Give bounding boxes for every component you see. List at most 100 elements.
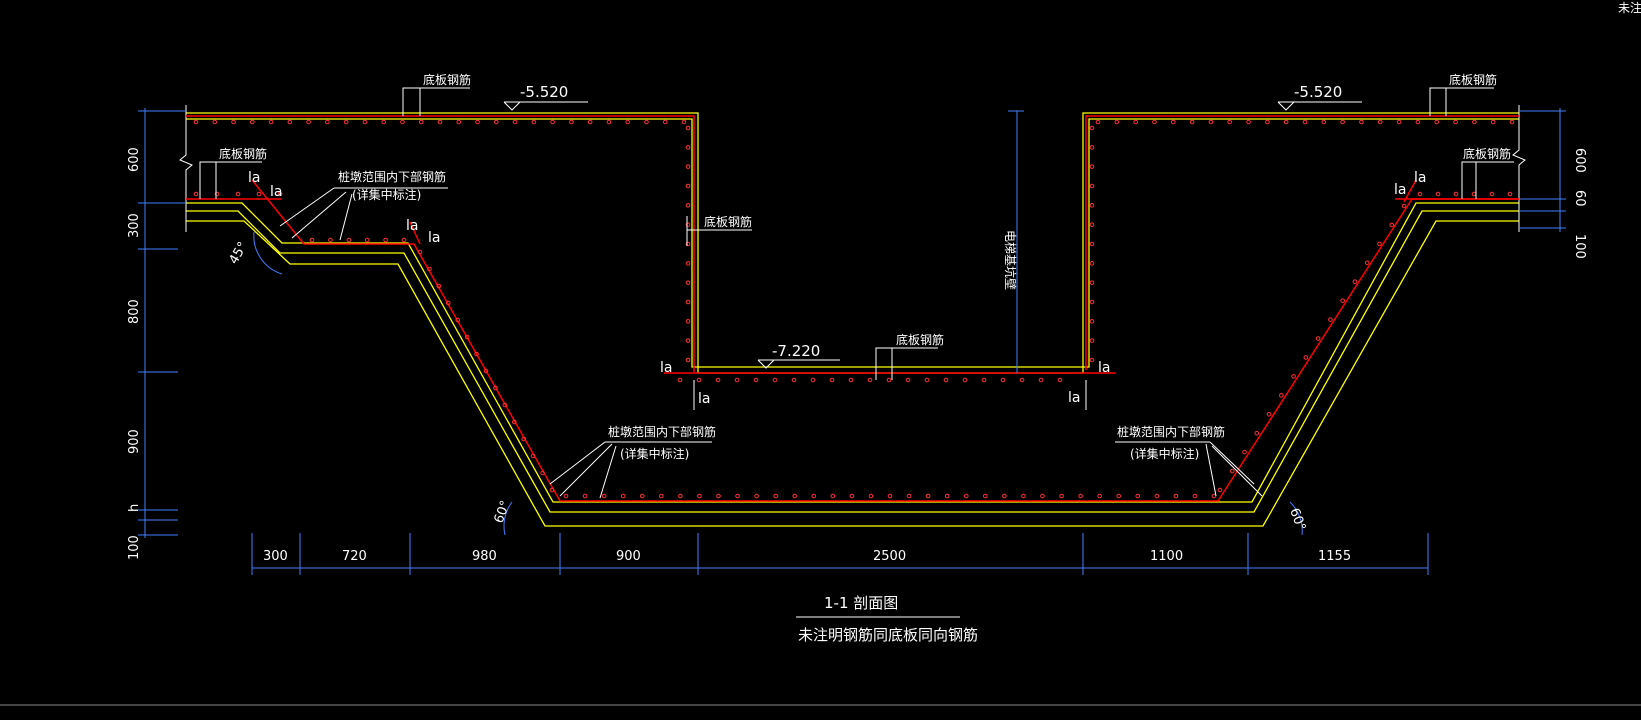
rebar-dot (1089, 164, 1095, 169)
hdim-720: 720 (342, 549, 367, 564)
rebar-dot (383, 237, 388, 243)
label-pile-cap-left-1: 桩墩范围内下部钢筋 (338, 169, 446, 184)
rebar-dot (328, 237, 333, 243)
vdim-left-600: 600 (127, 147, 142, 172)
label-elevator-pit-wall: 电梯基坑壁 (1003, 230, 1018, 290)
rebar-dot (1089, 338, 1095, 343)
rebar-dot (1265, 119, 1270, 125)
rebar-dot (606, 119, 612, 125)
rebar-dot (685, 164, 691, 169)
rebar-dot (1435, 191, 1441, 197)
rebar-dot (1095, 119, 1101, 125)
rebar-dot (502, 402, 508, 408)
rebar-dot (437, 119, 443, 125)
rebar-dot (1133, 119, 1138, 125)
la-4: la (428, 230, 440, 246)
rebar-dot (792, 493, 798, 499)
la-8: la (1068, 390, 1080, 406)
la-9: la (1394, 182, 1406, 198)
rebar-dot (1283, 119, 1289, 125)
rebar-dot (1340, 298, 1345, 303)
hdim-980: 980 (472, 549, 497, 564)
rebar-dot (848, 377, 854, 383)
rebar-dot (1291, 374, 1296, 379)
rebar-dot (511, 419, 517, 425)
rebar-dot (1114, 119, 1120, 125)
rebar-dot (1000, 377, 1006, 383)
rebar-dot (212, 119, 218, 125)
top-rebar-left (186, 115, 695, 372)
rebar-dot (658, 493, 664, 499)
rebar-dot (791, 377, 797, 383)
rebar-dot (1089, 125, 1095, 131)
rebar-dot (193, 191, 199, 197)
label-bottom-bar-pit-bottom: 底板钢筋 (896, 332, 944, 347)
rebar-dot (1089, 280, 1095, 285)
rebar-dot (362, 119, 368, 125)
rebar-dot (620, 493, 626, 499)
rebar-dot (963, 493, 969, 499)
rebar-dot (521, 436, 527, 442)
rebar-dots (193, 119, 1515, 499)
la-ticks (693, 380, 1087, 410)
rebar-dot (685, 299, 691, 305)
rebar-dot (772, 377, 778, 383)
label-bottom-bar-step-right: 底板钢筋 (1463, 146, 1511, 161)
rebar-dot (268, 119, 274, 125)
slab-top-line-inner (186, 118, 1519, 368)
rebar-dot (943, 377, 949, 383)
rebar-dot (868, 493, 874, 499)
rebar-dot (696, 377, 702, 383)
rebar-dot (235, 191, 241, 197)
rebar-dot (1089, 299, 1095, 305)
rebar-dot (625, 119, 630, 125)
rebar-dot (1021, 493, 1026, 499)
rebar-dot (494, 119, 499, 125)
rebar-dot (685, 261, 691, 266)
rebar-dot (455, 317, 461, 323)
rebar-dot (1057, 377, 1063, 383)
level-markers (503, 101, 1362, 369)
rebar-dot (1154, 493, 1160, 499)
rebar-dot (981, 377, 987, 383)
rebar-dot (1453, 191, 1459, 197)
rebar-dot (925, 493, 931, 499)
rebar-dot (1254, 430, 1260, 436)
top-rebar-right (1085, 115, 1519, 370)
rebar-dot (493, 385, 498, 391)
rebar-dot (530, 453, 536, 459)
rebar-dot (474, 351, 479, 357)
rebar-dot (417, 249, 423, 255)
rebar-dot (1377, 119, 1383, 125)
angle-60-right: 60° (1286, 506, 1308, 533)
rebar-dot (830, 493, 836, 499)
rebar-dot (1266, 411, 1272, 417)
rebar-dot (445, 300, 451, 306)
label-bottom-bar-top-right: 底板钢筋 (1449, 72, 1497, 87)
rebar-dot (1509, 119, 1515, 125)
rebar-dot (1303, 355, 1309, 360)
cushion-line-3 (186, 220, 1519, 527)
rebar-dot (678, 493, 683, 499)
rebar-dot (231, 119, 236, 125)
hdim-1155: 1155 (1318, 549, 1351, 564)
rebar-dot (1089, 261, 1095, 266)
rebar-dot (1040, 493, 1045, 499)
rebar-dot (867, 377, 873, 383)
rebar-dot (1472, 119, 1477, 125)
rebar-dot (1078, 493, 1083, 499)
rebar-dot (905, 377, 911, 383)
rebar-dot (1328, 317, 1333, 322)
rebar-dot (587, 119, 593, 125)
vdim-right-100: 100 (1572, 234, 1587, 259)
label-bottom-bar-step-left: 底板钢筋 (219, 146, 267, 161)
rebar-dot (685, 357, 691, 363)
label-pile-cap-right-1: 桩墩范围内下部钢筋 (1117, 424, 1225, 439)
vdim-left-800: 800 (127, 299, 142, 324)
la-6: la (698, 391, 710, 407)
rebar-dot (400, 119, 405, 125)
rebar-dot (193, 119, 199, 125)
rebar-dot (715, 377, 721, 383)
rebar-dot (1089, 319, 1095, 324)
